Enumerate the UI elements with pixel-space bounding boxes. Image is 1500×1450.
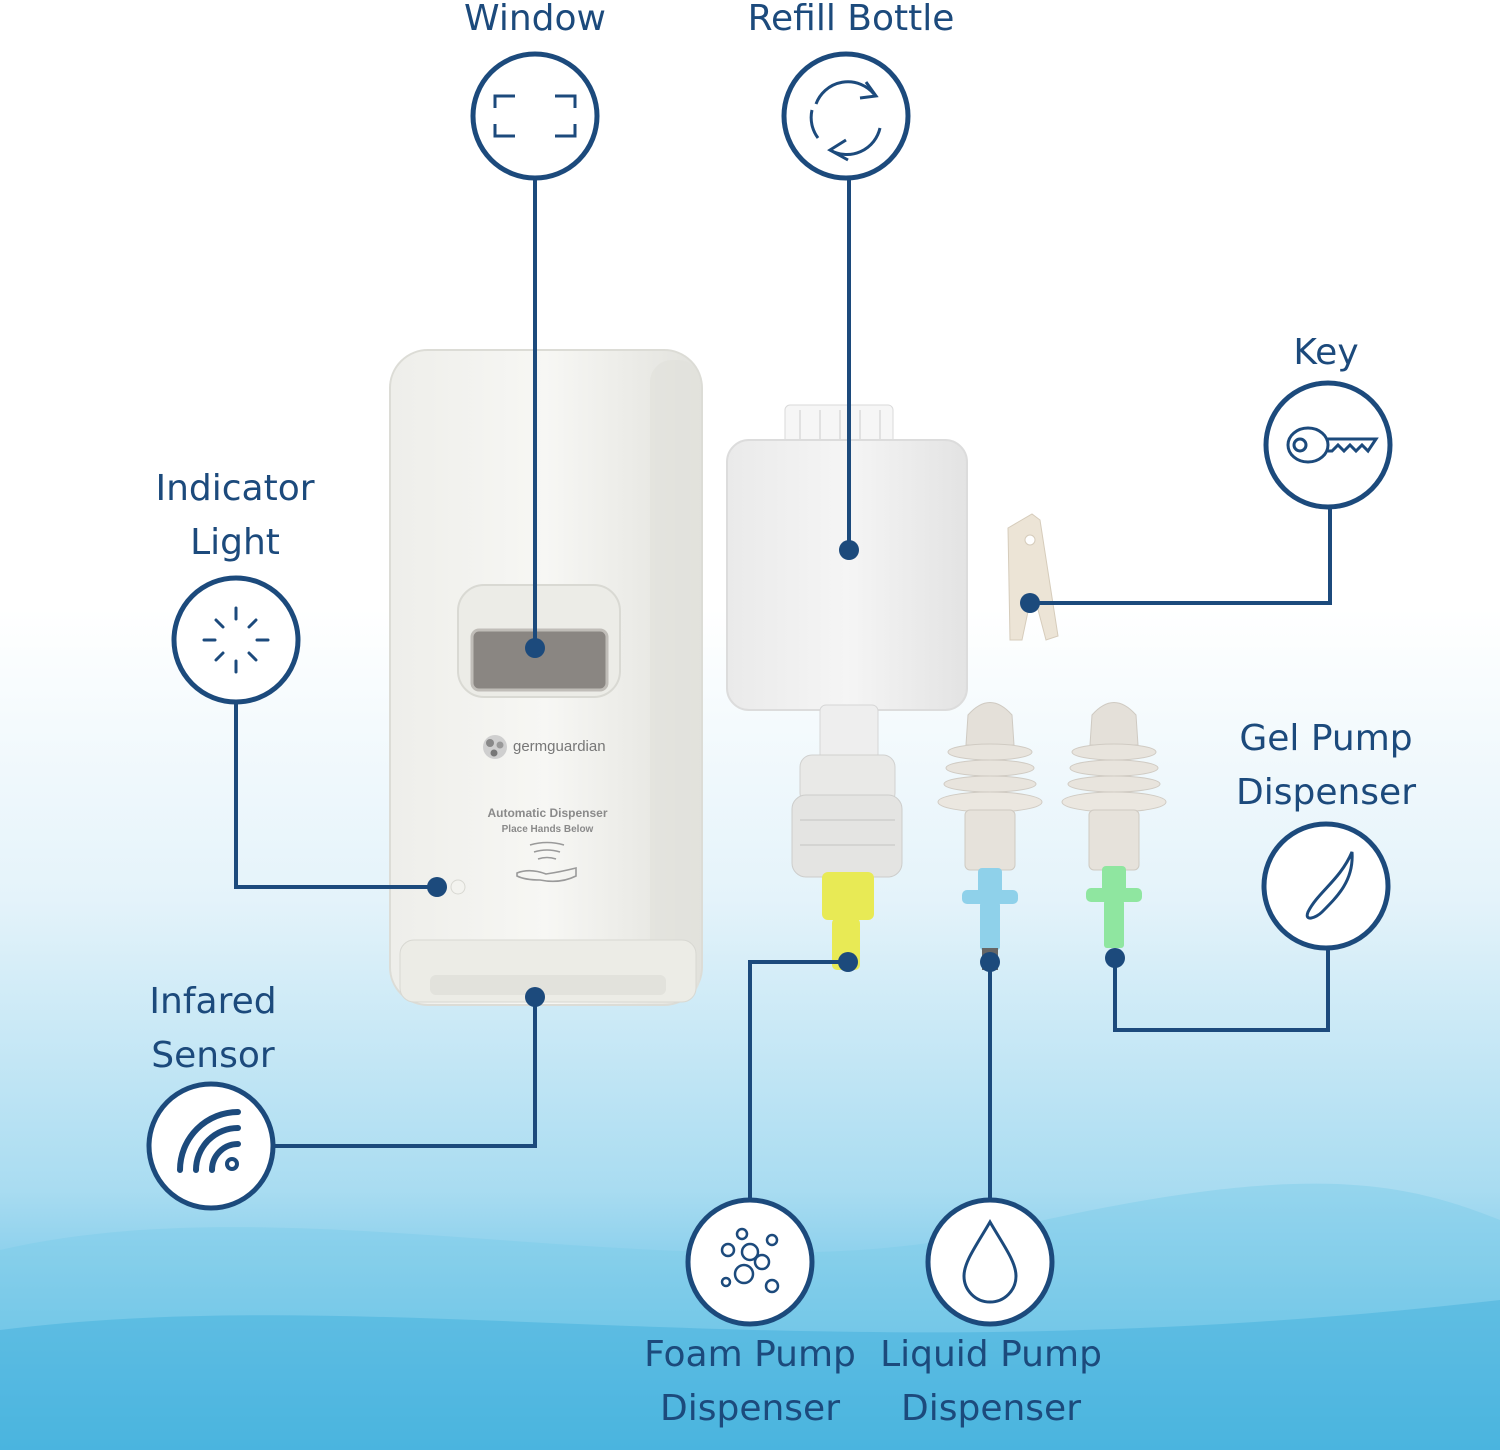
dispenser-body <box>389 349 703 1006</box>
label-foam-pump-dispenser: Foam Pump Dispenser <box>644 1334 856 1429</box>
refill-bottle <box>726 404 968 761</box>
label-infrared-sensor: Infared Sensor <box>149 981 277 1076</box>
gel-pump-icon-circle <box>1261 821 1391 951</box>
key-icon <box>1286 426 1379 464</box>
key-object <box>1007 513 1059 641</box>
gel-pump-icon <box>1305 851 1354 920</box>
leader-lines <box>234 178 1332 1200</box>
label-indicator-light: Indicator Light <box>155 468 315 563</box>
indicator-light <box>450 879 466 895</box>
refill-icon <box>809 80 882 162</box>
label-liquid-pump-dispenser: Liquid Pump Dispenser <box>880 1334 1102 1429</box>
dispenser-window <box>470 628 609 692</box>
window-icon <box>493 94 577 138</box>
infrared-sensor-icon <box>177 1109 241 1173</box>
dispenser-subtitle: Place Hands Below <box>501 824 594 835</box>
label-gel-pump-dispenser: Gel Pump Dispenser <box>1236 718 1416 813</box>
label-refill-bottle: Refill Bottle <box>747 0 955 39</box>
brand-name: germguardian <box>513 738 606 755</box>
foam-bubbles-icon-circle <box>685 1197 815 1327</box>
infrared-sensor-icon-circle <box>146 1081 276 1211</box>
indicator-light-icon-circle <box>171 575 301 705</box>
gel-pump <box>1061 702 1167 948</box>
background-wave <box>0 1300 1500 1450</box>
anchor-dots <box>427 540 1125 1007</box>
label-key: Key <box>1293 332 1359 373</box>
liquid-drop-icon <box>962 1219 1018 1304</box>
hand-sensor-icon <box>516 841 577 883</box>
window-icon-circle <box>470 51 600 181</box>
refill-icon-circle <box>781 51 911 181</box>
dispenser-title: Automatic Dispenser <box>487 806 608 820</box>
indicator-light-icon <box>202 606 270 674</box>
liquid-drop-icon-circle <box>925 1197 1055 1327</box>
foam-bubbles-icon <box>720 1227 780 1294</box>
label-window: Window <box>464 0 606 39</box>
